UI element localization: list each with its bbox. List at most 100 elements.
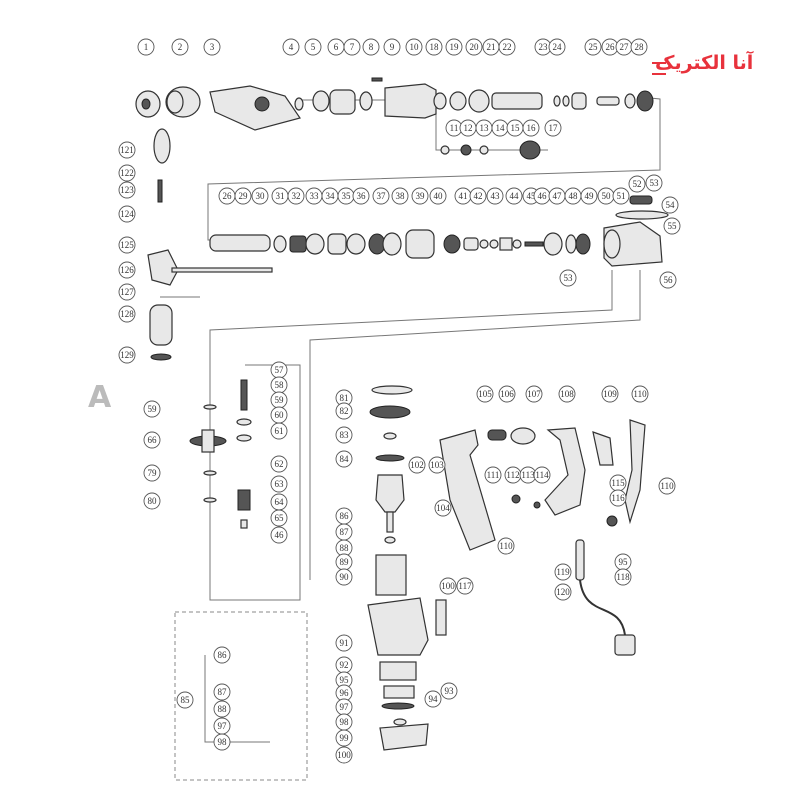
svg-text:14: 14 [496, 123, 506, 133]
svg-text:39: 39 [416, 191, 426, 201]
svg-text:6: 6 [334, 42, 339, 52]
part-label-13: 13 [475, 119, 493, 137]
svg-text:62: 62 [275, 459, 284, 469]
part-label-4: 4 [282, 38, 300, 56]
part-label-100: 100 [439, 577, 457, 595]
part-label-34: 34 [321, 187, 339, 205]
svg-text:51: 51 [617, 191, 626, 201]
part-label-46: 46 [533, 187, 551, 205]
part-label-110: 110 [631, 385, 649, 403]
svg-text:45: 45 [527, 191, 537, 201]
part-label-62: 62 [270, 455, 288, 473]
motor-assembly [189, 379, 447, 751]
svg-text:3: 3 [210, 42, 215, 52]
part-label-12: 12 [459, 119, 477, 137]
svg-text:99: 99 [340, 733, 350, 743]
svg-text:26: 26 [606, 42, 616, 52]
part-label-31: 31 [271, 187, 289, 205]
svg-text:93: 93 [445, 686, 455, 696]
svg-text:59: 59 [148, 404, 158, 414]
svg-text:42: 42 [474, 191, 483, 201]
svg-text:32: 32 [292, 191, 301, 201]
part-label-65: 65 [270, 509, 288, 527]
part-label-114: 114 [533, 466, 551, 484]
svg-text:54: 54 [666, 200, 676, 210]
part-label-24: 24 [548, 38, 566, 56]
part-label-118: 118 [614, 568, 632, 586]
svg-text:21: 21 [487, 42, 496, 52]
svg-text:84: 84 [340, 454, 350, 464]
svg-text:87: 87 [340, 527, 350, 537]
svg-text:4: 4 [289, 42, 294, 52]
part-label-21: 21 [482, 38, 500, 56]
svg-text:102: 102 [410, 460, 424, 470]
svg-text:117: 117 [458, 581, 472, 591]
svg-text:110: 110 [660, 481, 674, 491]
svg-text:13: 13 [480, 123, 490, 133]
part-label-105: 105 [476, 385, 494, 403]
svg-text:79: 79 [148, 468, 158, 478]
svg-text:47: 47 [553, 191, 563, 201]
part-label-125: 125 [118, 236, 136, 254]
svg-text:81: 81 [340, 393, 349, 403]
part-label-93: 93 [440, 682, 458, 700]
part-label-47: 47 [548, 187, 566, 205]
part-label-44: 44 [505, 187, 523, 205]
part-label-104: 104 [434, 499, 452, 517]
svg-text:80: 80 [148, 496, 158, 506]
part-label-64: 64 [270, 493, 288, 511]
part-label-48: 48 [564, 187, 582, 205]
svg-text:25: 25 [589, 42, 599, 52]
svg-text:109: 109 [603, 389, 617, 399]
svg-text:26: 26 [223, 191, 233, 201]
part-label-2: 2 [171, 38, 189, 56]
part-label-91: 91 [335, 634, 353, 652]
part-label-51: 51 [612, 187, 630, 205]
svg-text:113: 113 [521, 470, 535, 480]
svg-text:59: 59 [275, 395, 285, 405]
part-label-18: 18 [425, 38, 443, 56]
part-label-111: 111 [484, 466, 502, 484]
svg-text:37: 37 [377, 191, 387, 201]
part-label-79: 79 [143, 464, 161, 482]
alt-parts-box [174, 611, 308, 781]
svg-text:110: 110 [633, 389, 647, 399]
svg-text:108: 108 [560, 389, 574, 399]
part-label-95: 95 [614, 553, 632, 571]
svg-text:125: 125 [120, 240, 134, 250]
part-chuck-body [209, 85, 301, 131]
part-label-88: 88 [213, 700, 231, 718]
part-label-52: 52 [628, 175, 646, 193]
part-label-59: 59 [143, 400, 161, 418]
svg-text:95: 95 [340, 675, 350, 685]
part-label-49: 49 [580, 187, 598, 205]
svg-text:44: 44 [510, 191, 520, 201]
part-fan [369, 405, 411, 419]
part-label-129: 129 [118, 346, 136, 364]
svg-text:86: 86 [340, 511, 350, 521]
part-label-14: 14 [491, 119, 509, 137]
part-label-8: 8 [362, 38, 380, 56]
part-label-10: 10 [405, 38, 423, 56]
part-label-58: 58 [270, 376, 288, 394]
svg-text:88: 88 [340, 543, 350, 553]
svg-text:122: 122 [120, 168, 134, 178]
svg-text:119: 119 [556, 567, 570, 577]
part-label-124: 124 [118, 205, 136, 223]
part-label-117: 117 [456, 577, 474, 595]
part-label-38: 38 [391, 187, 409, 205]
svg-text:12: 12 [464, 123, 473, 133]
svg-text:103: 103 [430, 460, 444, 470]
part-label-32: 32 [287, 187, 305, 205]
part-label-106: 106 [498, 385, 516, 403]
part-label-33: 33 [305, 187, 323, 205]
part-label-66: 66 [143, 431, 161, 449]
part-label-17: 17 [544, 119, 562, 137]
svg-text:10: 10 [410, 42, 420, 52]
connector-lines [160, 96, 661, 781]
svg-text:2: 2 [178, 42, 183, 52]
part-label-110: 110 [658, 477, 676, 495]
svg-text:46: 46 [275, 530, 285, 540]
svg-text:87: 87 [218, 687, 228, 697]
